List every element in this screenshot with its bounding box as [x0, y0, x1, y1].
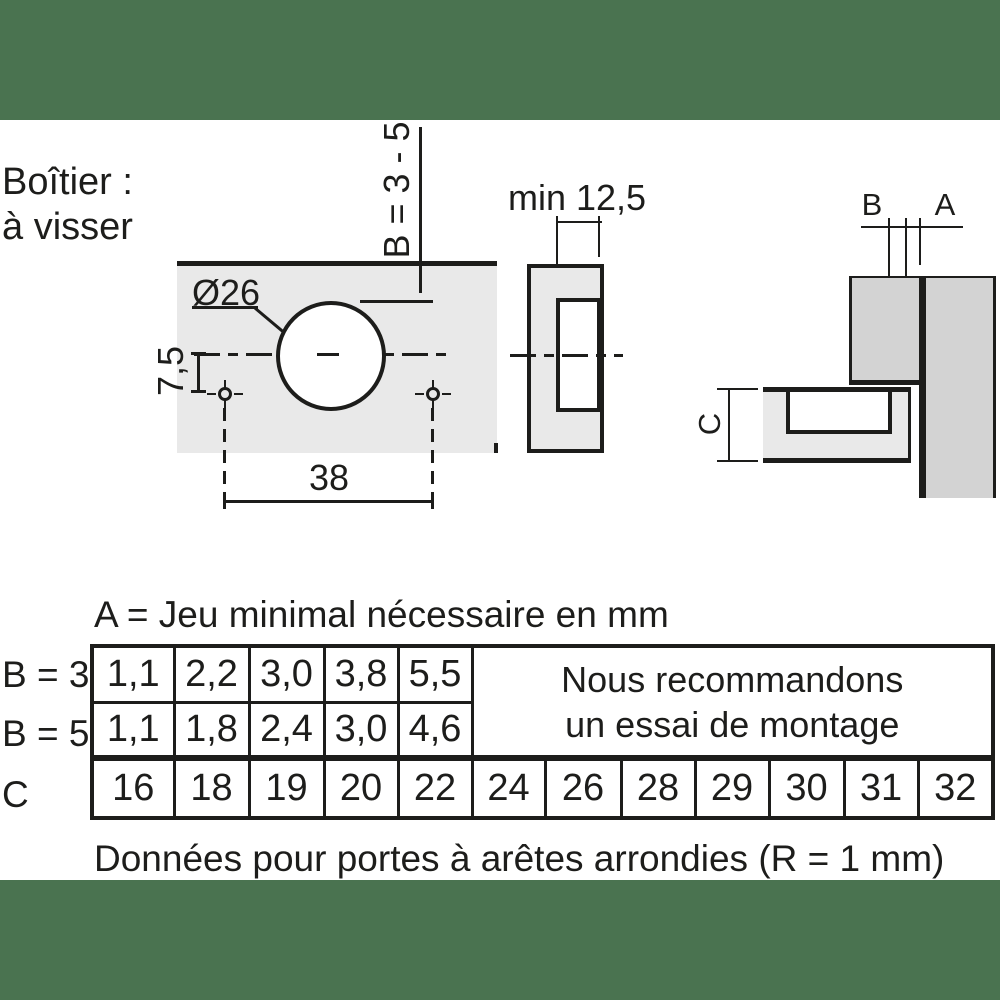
cell-c-7: 26	[543, 755, 623, 820]
offset-label: 7,5	[150, 345, 191, 397]
offset-dim-line	[197, 352, 200, 392]
table-note-cell: Nous recommandons un essai de montage	[470, 644, 995, 761]
cell-c-8: 28	[619, 755, 697, 820]
c-dim-tick-bottom	[717, 460, 758, 462]
min-depth-label: min 12,5	[507, 177, 647, 218]
cell-c-4: 20	[322, 755, 400, 820]
drop-line-right	[431, 408, 434, 502]
table-row-b5: 1,1 1,8 2,4 3,0 4,6	[90, 700, 993, 760]
table-row-c: 16 18 19 20 22 24 26 28 29 30 31 32	[90, 755, 995, 820]
c-dim-line	[728, 388, 730, 462]
spacing-dim-tick-right	[431, 493, 434, 509]
cell-b5-4: 3,0	[322, 700, 400, 760]
drop-line-left	[223, 408, 226, 502]
section-label-b: B	[861, 187, 883, 222]
section-door-panel	[849, 276, 921, 385]
cell-b5-2: 1,8	[172, 700, 251, 760]
cell-c-11: 31	[842, 755, 920, 820]
cell-c-12: 32	[916, 755, 995, 820]
cell-b3-5: 5,5	[396, 644, 474, 704]
min-dim-line	[557, 221, 602, 223]
mounting-type-text: Boîtier : à visser	[2, 160, 133, 250]
min-ext-line-left	[556, 216, 558, 288]
row-label-b3: B = 3	[2, 653, 90, 695]
table-row-b3: 1,1 2,2 3,0 3,8 5,5 Nous recommandons un…	[90, 644, 995, 761]
cell-b5-3: 2,4	[247, 700, 326, 760]
spacing-dim-tick-left	[223, 493, 226, 509]
cell-c-6: 24	[470, 755, 547, 820]
screw-hole-right	[415, 380, 451, 408]
spacing-dim-line	[225, 500, 433, 503]
section-joint-line	[919, 276, 926, 498]
row-label-c: C	[2, 773, 29, 815]
cup-center-dash	[317, 353, 339, 356]
cell-c-5: 22	[396, 755, 474, 820]
mounting-type-line2: à visser	[2, 206, 133, 248]
depth-dim-line	[419, 127, 422, 293]
cell-c-2: 18	[172, 755, 251, 820]
table-caption: Données pour portes à arêtes arrondies (…	[94, 838, 945, 879]
min-ext-line-right	[598, 216, 600, 257]
cell-b3-1: 1,1	[90, 644, 176, 704]
note-line1: Nous recommandons	[561, 658, 904, 700]
section-label-a: A	[934, 187, 956, 222]
note-line2: un essai de montage	[565, 703, 900, 745]
cell-b5-1: 1,1	[90, 700, 176, 760]
clearance-table: 1,1 2,2 3,0 3,8 5,5 Nous recommandons un…	[90, 644, 995, 820]
cell-c-3: 19	[247, 755, 326, 820]
section-label-c: C	[692, 412, 727, 436]
depth-label: B = 3 - 5	[376, 121, 417, 259]
top-green-band	[0, 0, 1000, 120]
section-cabinet-panel	[926, 276, 996, 498]
cell-c-10: 30	[767, 755, 846, 820]
c-dim-tick-top	[717, 388, 758, 390]
cup-hole-circle	[276, 301, 386, 411]
depth-dim-tick	[360, 300, 433, 303]
cell-b3-2: 2,2	[172, 644, 251, 704]
front-panel-corner-tick	[494, 443, 498, 453]
bottom-green-band	[0, 880, 1000, 1000]
screw-hole-left	[207, 380, 243, 408]
cell-c-9: 29	[693, 755, 771, 820]
row-label-b5: B = 5	[2, 712, 90, 754]
diameter-leader-horizontal	[192, 306, 258, 309]
section-arm-cutout	[786, 392, 892, 434]
cell-b3-4: 3,8	[322, 644, 400, 704]
cell-c-1: 16	[90, 755, 176, 820]
mounting-type-line1: Boîtier :	[2, 161, 133, 203]
side-view-centerline	[510, 354, 623, 357]
table-title: A = Jeu minimal nécessaire en mm	[94, 594, 669, 635]
cell-b5-5: 4,6	[396, 700, 474, 760]
section-dim-header-line	[861, 226, 963, 228]
spacing-label: 38	[308, 457, 350, 498]
cell-b3-3: 3,0	[247, 644, 326, 704]
section-a-line	[919, 218, 921, 265]
front-panel-top-edge	[177, 261, 497, 266]
